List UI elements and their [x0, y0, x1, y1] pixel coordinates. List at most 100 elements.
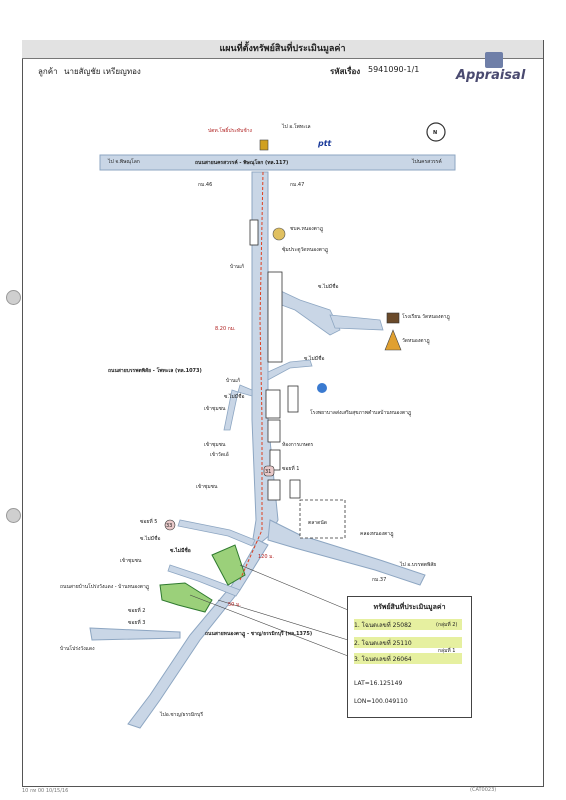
map-labels: ถนนสายนครสวรรค์ - พิษณุโลก (ทล.117) ไป จ… — [60, 123, 450, 718]
customer-label: ลูกค้า — [38, 67, 58, 76]
compass-icon — [426, 122, 446, 142]
building — [289, 479, 301, 499]
hospital-label: โรงพยาบาลส่งเสริมสุขภาพตำบลบ้านหนองตาฎู — [310, 409, 411, 417]
road-to-pongwang — [89, 627, 181, 641]
soi-left-9-label: ซ.ไม่มีชื่อ — [140, 535, 161, 542]
route-line — [239, 171, 264, 581]
soi-left-d — [167, 564, 241, 597]
legend-lon: LON=100.049110 — [354, 698, 408, 705]
soi-left-7-label: เข้าชุมชน — [196, 483, 218, 490]
legend-lat: LAT=16.125149 — [354, 680, 403, 687]
to-pongwang-label: บ้านโปร่งวังแดง — [60, 645, 95, 652]
subject-parcel-2 — [211, 544, 246, 586]
to-phitsanulok-label: ไป จ.พิษณุโลก — [107, 158, 140, 165]
punch-hole — [6, 508, 21, 523]
building — [249, 219, 259, 246]
ref-number: 5941090-1/1 — [368, 65, 420, 74]
legend-title: ทรัพย์สินที่ประเมินมูลค่า — [373, 603, 446, 611]
temple-gate-label: ซุ้มประตูวัดหนองตาฎู — [282, 246, 328, 254]
soi-left-a — [237, 384, 253, 397]
soi-left-1-label: บ้านเก้ — [230, 263, 244, 270]
gas-station-icon — [259, 139, 269, 151]
building — [269, 449, 281, 471]
building — [267, 419, 281, 443]
building — [287, 385, 299, 413]
km-bottom-label: กม.37 — [372, 577, 386, 583]
km-right-label: กม.47 — [290, 182, 304, 188]
legend-highlight — [354, 653, 462, 664]
temple-icon — [384, 329, 402, 351]
km-left-label: กม.46 — [198, 182, 212, 188]
school-label: โรงเรียน วัดหนองตาฎู — [402, 313, 450, 321]
soi-left-c — [177, 519, 256, 547]
building — [267, 271, 283, 363]
legend-pointers — [189, 564, 349, 657]
soi-left-10-label: ซ.ไม่มีชื่อ — [170, 546, 191, 554]
distance-3-label: 50 ม. — [228, 602, 241, 608]
school-icon — [386, 312, 400, 324]
temple-label: วัดหนองตาฎู — [402, 338, 430, 345]
soi-right-1-label: ซ.ไม่มีชื่อ — [318, 283, 339, 290]
soi-school — [329, 314, 384, 331]
legend-item-1: 1. โฉนดเลขที่ 25082 — [354, 622, 412, 629]
badge-31-icon — [263, 465, 275, 477]
legend-highlight — [354, 637, 462, 648]
soi-left-3-label: ซ.ไม่มีชื่อ — [224, 393, 245, 400]
to-banphot-label: ไป อ.บรรพตพิสัย — [399, 561, 436, 568]
roads — [89, 154, 456, 729]
appraisal-logo-icon — [485, 52, 503, 68]
market-label: ตลาดนัด — [308, 520, 327, 526]
compass-n-icon: N — [433, 130, 437, 136]
soi-left-4-label: เข้าชุมชน — [204, 405, 226, 412]
to-chaiyaphum-label: ไปอ.ชาญ/ธรรมิกบุรี — [159, 711, 203, 718]
legend-group-b: กลุ่มที่ 1 — [438, 648, 456, 654]
bank-label: ห้องการเกษตร — [282, 441, 314, 448]
legend-box: ทรัพย์สินที่ประเมินมูลค่า 1. โฉนดเลขที่ … — [347, 596, 472, 718]
soi-left-2-label: บ้านเก้ — [226, 377, 240, 384]
legend-item-2: 2. โฉนดเลขที่ 25110 — [354, 640, 412, 647]
soi-right-2-label: ซ.ไม่มีชื่อ — [304, 355, 325, 362]
main-road-label: ถนนสายบรรพตพิสัย - โพทะเล (ทล.1073) — [108, 367, 202, 374]
soi-right-3-label: ซอยที่ 1 — [282, 465, 299, 472]
top-road-label: ถนนสายนครสวรรค์ - พิษณุโลก (ทล.117) — [195, 159, 288, 166]
badge-31-label: 31 — [265, 469, 271, 475]
soi-left-13-label: ซอยที่ 2 — [128, 607, 145, 614]
distance-1-label: 8.20 กม. — [215, 326, 236, 332]
bottom-road-label: ถนนสายหนองตาฎู - ชาญ/ธรรมิกบุรี (ทล.1375… — [205, 630, 312, 639]
punch-hole — [6, 290, 21, 305]
subject-parcel — [159, 582, 213, 613]
footer-left: 10 กท 00 10/15/16 — [22, 788, 69, 794]
building — [265, 389, 281, 419]
gas-station-label: ปตท.โพธิ์ประทับช้าง — [208, 126, 253, 134]
distance-2-label: 120 ม. — [258, 554, 274, 560]
road-to-banphot — [267, 519, 426, 586]
hospital-icon — [317, 383, 327, 393]
market-lot — [299, 499, 346, 539]
soi-left-11-label: เข้าชุมชน — [120, 557, 142, 564]
soi-left-14-label: ซอยที่ 3 — [128, 619, 145, 626]
badge-33-label: 33 — [166, 523, 172, 529]
footer-right: (CAT0023) — [470, 787, 497, 793]
legend-highlight — [354, 619, 462, 630]
soi-left-b — [223, 389, 239, 431]
to-nakhonsawan-label: ไปนครสวรรค์ — [411, 158, 442, 165]
police-label: ชบค.หนองตาฎู — [290, 226, 323, 233]
customer-name: นายสัญชัย เหรียญทอง — [64, 67, 141, 76]
to-phopthale-label: ไป อ.โพทะเล — [281, 123, 311, 130]
top-highway — [99, 154, 456, 171]
soi-hospital — [267, 359, 313, 381]
soi-left-5-label: เข้าชุมชน — [204, 441, 226, 448]
buildings — [249, 219, 346, 539]
appraisal-logo-text: Appraisal — [456, 68, 526, 83]
legend-item-3: 3. โฉนดเลขที่ 26064 — [354, 656, 412, 663]
building — [267, 479, 281, 501]
soi-left-8-label: ซอยที่ 5 — [140, 518, 157, 525]
page-title: แผนที่ตั้งทรัพย์สินที่ประเมินมูลค่า — [22, 40, 543, 59]
ptt-logo: ptt — [317, 139, 333, 148]
police-icon — [272, 227, 286, 241]
legend-group-a: (กลุ่มที่ 2) — [436, 622, 458, 628]
soi-left-12-label: ถนนสายบ้านโปร่งวังแดง - บ้านหนองตาฎู — [60, 583, 149, 591]
canal-label: คลองหนองตาฎู — [360, 531, 393, 538]
badge-33-icon — [164, 519, 176, 531]
